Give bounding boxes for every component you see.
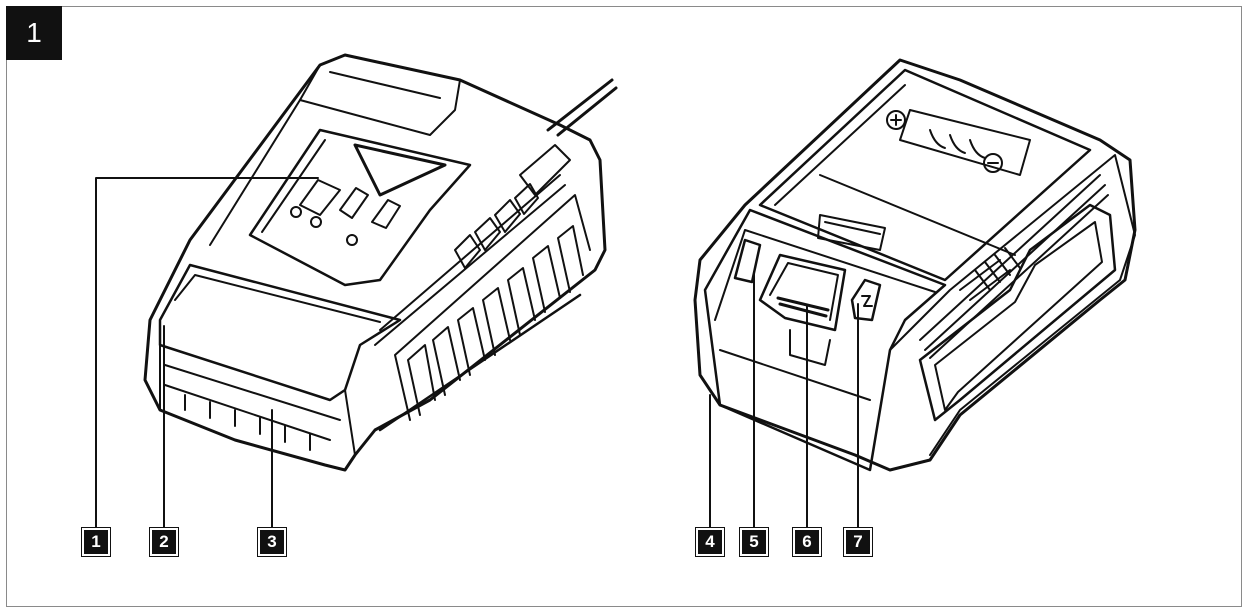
callout-6: 6 <box>792 527 822 557</box>
callout-7: 7 <box>843 527 873 557</box>
figure-frame <box>6 6 1242 607</box>
leader-line-1 <box>95 177 319 528</box>
callout-4: 4 <box>695 527 725 557</box>
callout-5: 5 <box>739 527 769 557</box>
figure-number-badge: 1 <box>6 6 62 60</box>
leader-lines <box>95 177 859 528</box>
battery-drawing <box>693 58 1137 472</box>
callout-3: 3 <box>257 527 287 557</box>
charger-drawing <box>143 53 618 472</box>
callout-1: 1 <box>81 527 111 557</box>
callout-2: 2 <box>149 527 179 557</box>
